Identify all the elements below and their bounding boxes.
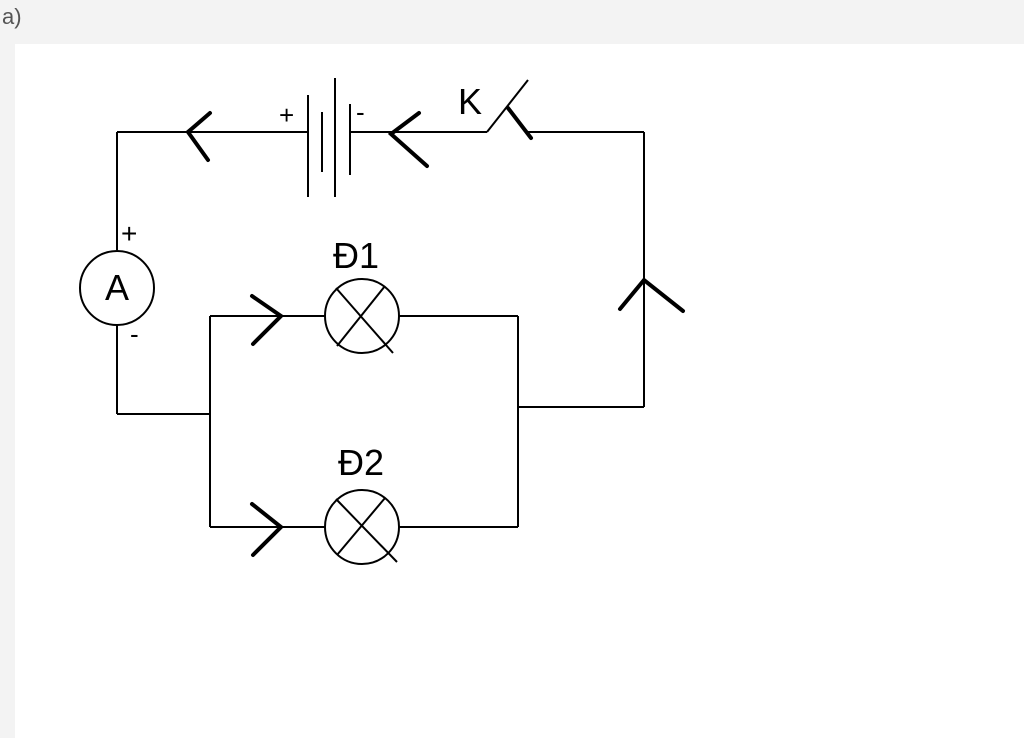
lamp-d2-cross-1 [336, 497, 386, 556]
lamp-d2-label: Đ2 [338, 442, 384, 483]
lamp-d1-label: Đ1 [333, 235, 379, 276]
battery-plus-sign: + [279, 100, 294, 130]
ammeter-plus-sign: + [121, 218, 137, 249]
switch-blade [486, 79, 529, 133]
switch-label: K [458, 81, 482, 122]
lamp-d2-cross-2 [335, 498, 398, 563]
arrow-branch1 [250, 294, 285, 346]
arrow-right-up [618, 277, 685, 313]
part-label: a) [2, 4, 22, 29]
arrow-top-left [185, 111, 212, 162]
switch-k: K [458, 79, 533, 140]
lamp-d1-cross-2 [335, 287, 394, 354]
arrow-top-middle [387, 111, 429, 168]
lamp-d2: Đ2 [324, 442, 400, 565]
ammeter-symbol: A [105, 267, 129, 308]
lamp-d1: Đ1 [324, 235, 400, 354]
battery: + - [279, 78, 365, 197]
switch-contact [506, 106, 533, 140]
circuit-diagram: + - K A + - [79, 78, 685, 565]
diagram-canvas: + - K A + - [15, 44, 1024, 738]
arrow-branch2 [250, 502, 285, 557]
ammeter-minus-sign: - [130, 319, 139, 349]
battery-minus-sign: - [356, 97, 365, 127]
